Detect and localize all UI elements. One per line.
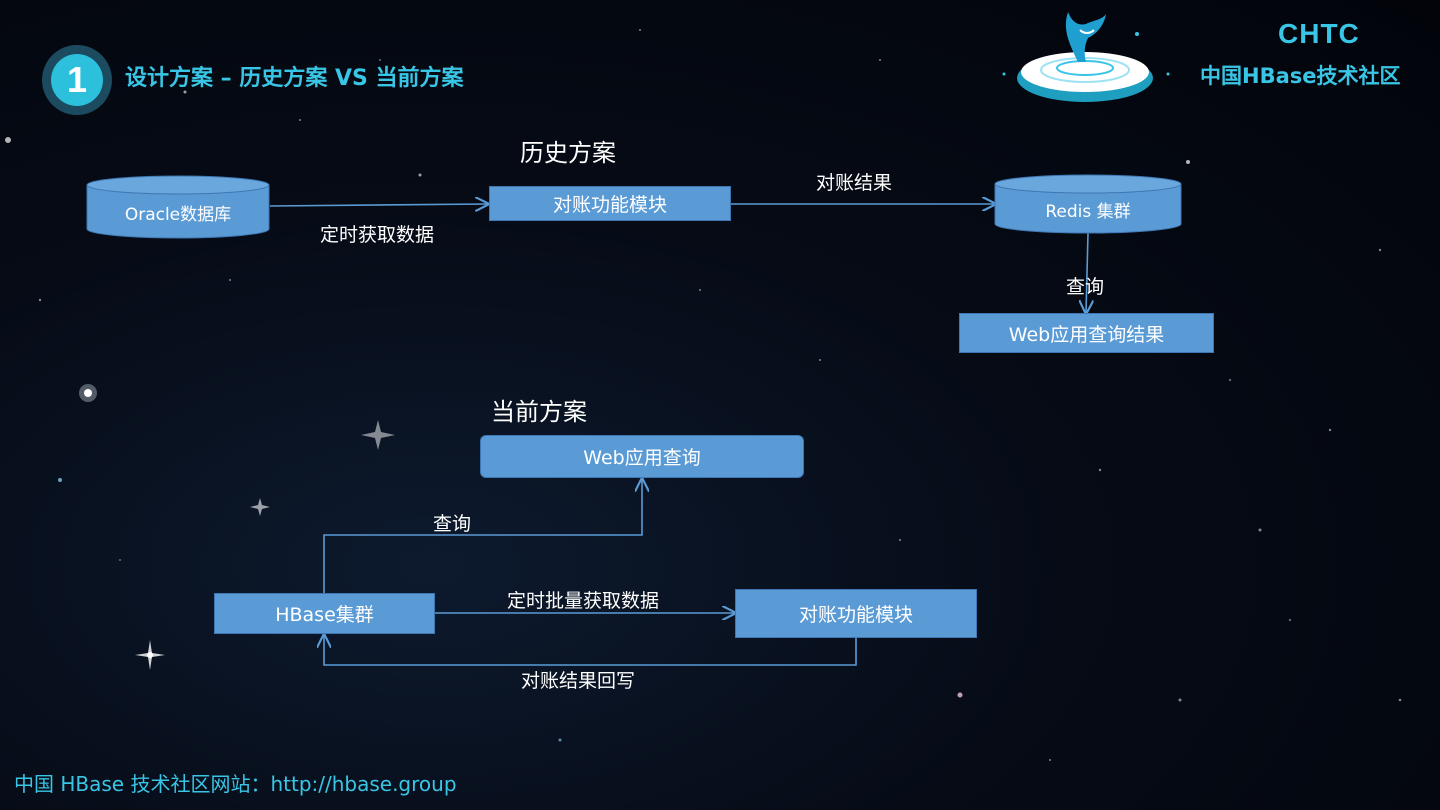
redis-cluster-label: Redis 集群: [1045, 197, 1130, 222]
web-query-result-node: Web应用查询结果: [959, 313, 1214, 353]
oracle-database-label: Oracle数据库: [125, 200, 231, 225]
section-number: 1: [51, 54, 103, 106]
edge-label-fetch-data: 定时获取数据: [320, 220, 434, 247]
edge-label-writeback: 对账结果回写: [521, 666, 635, 693]
orca-logo-icon: [1000, 0, 1170, 110]
current-section-title: 当前方案: [491, 392, 587, 427]
footer-website: 中国 HBase 技术社区网站：http://hbase.group: [14, 768, 457, 797]
brand-name-cn: 中国HBase技术社区: [1200, 60, 1401, 90]
current-recon-module-node: 对账功能模块: [735, 589, 977, 638]
brand-name-en: CHTC: [1278, 18, 1360, 50]
history-recon-module-node: 对账功能模块: [489, 186, 731, 221]
edge-label-batch-fetch: 定时批量获取数据: [507, 586, 659, 613]
redis-cluster-node: Redis 集群: [994, 174, 1182, 234]
slide-title: 设计方案 – 历史方案 VS 当前方案: [125, 60, 464, 92]
history-section-title: 历史方案: [520, 133, 616, 168]
web-query-node: Web应用查询: [480, 435, 804, 478]
edge-label-query-current: 查询: [433, 509, 471, 536]
section-number-badge: 1: [42, 45, 112, 115]
oracle-database-node: Oracle数据库: [86, 175, 270, 239]
edge-label-query-history: 查询: [1066, 272, 1104, 299]
hbase-cluster-node: HBase集群: [214, 593, 435, 634]
edge-label-recon-result: 对账结果: [816, 168, 892, 195]
